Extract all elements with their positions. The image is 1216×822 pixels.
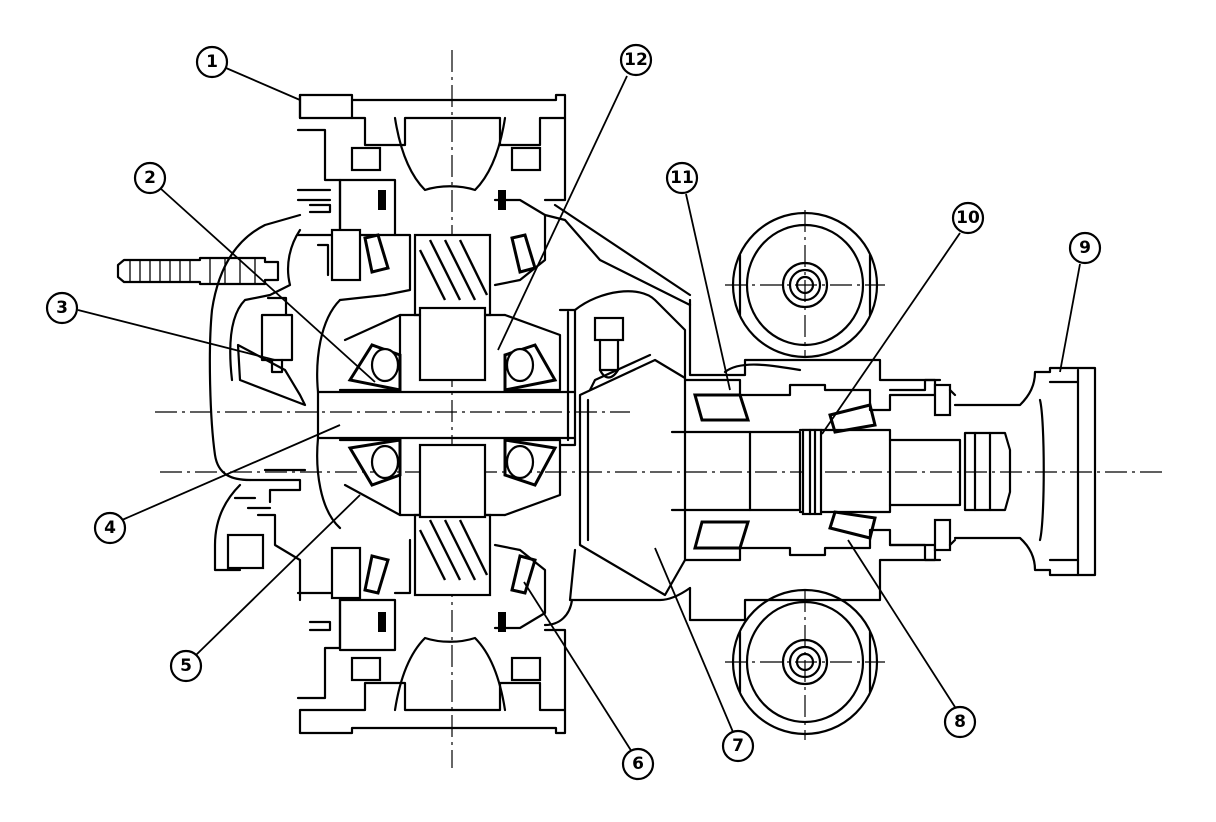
leader-lines <box>77 67 1081 753</box>
callout-11: 11 <box>665 161 699 195</box>
svg-text:3: 3 <box>56 298 68 318</box>
housing-bolts <box>316 243 625 379</box>
companion-flange <box>953 366 1097 577</box>
callout-9: 9 <box>1068 231 1102 265</box>
svg-text:10: 10 <box>956 208 980 228</box>
svg-text:12: 12 <box>624 50 648 70</box>
svg-text:9: 9 <box>1079 238 1091 258</box>
svg-text:5: 5 <box>180 656 192 676</box>
svg-text:11: 11 <box>670 168 694 188</box>
callout-5: 5 <box>169 649 203 683</box>
callout-2: 2 <box>133 161 167 195</box>
left-housing <box>208 213 307 602</box>
callout-3: 3 <box>45 291 79 325</box>
breather-stud <box>116 256 280 286</box>
lower-axle-flange <box>296 591 567 735</box>
upper-roller <box>731 211 879 359</box>
pinion-shaft <box>670 378 1012 562</box>
callout-1: 1 <box>195 45 229 79</box>
upper-axle-flange <box>296 93 567 237</box>
callout-7: 7 <box>721 729 755 763</box>
differential-case <box>316 233 577 597</box>
callout-8: 8 <box>943 705 977 739</box>
svg-text:4: 4 <box>104 518 116 538</box>
callout-4: 4 <box>93 511 127 545</box>
svg-text:7: 7 <box>732 736 744 756</box>
pinion-housing <box>688 298 957 622</box>
callout-6: 6 <box>621 747 655 781</box>
spider-gears <box>316 343 577 487</box>
callout-12: 12 <box>619 43 653 77</box>
svg-text:1: 1 <box>206 52 218 72</box>
ring-gear <box>543 203 692 627</box>
lower-roller <box>731 588 879 736</box>
svg-text:2: 2 <box>144 168 156 188</box>
svg-text:8: 8 <box>954 712 966 732</box>
callout-10: 10 <box>951 201 985 235</box>
svg-text:6: 6 <box>632 754 644 774</box>
center-lines <box>155 50 1165 768</box>
side-bearings <box>330 178 547 652</box>
